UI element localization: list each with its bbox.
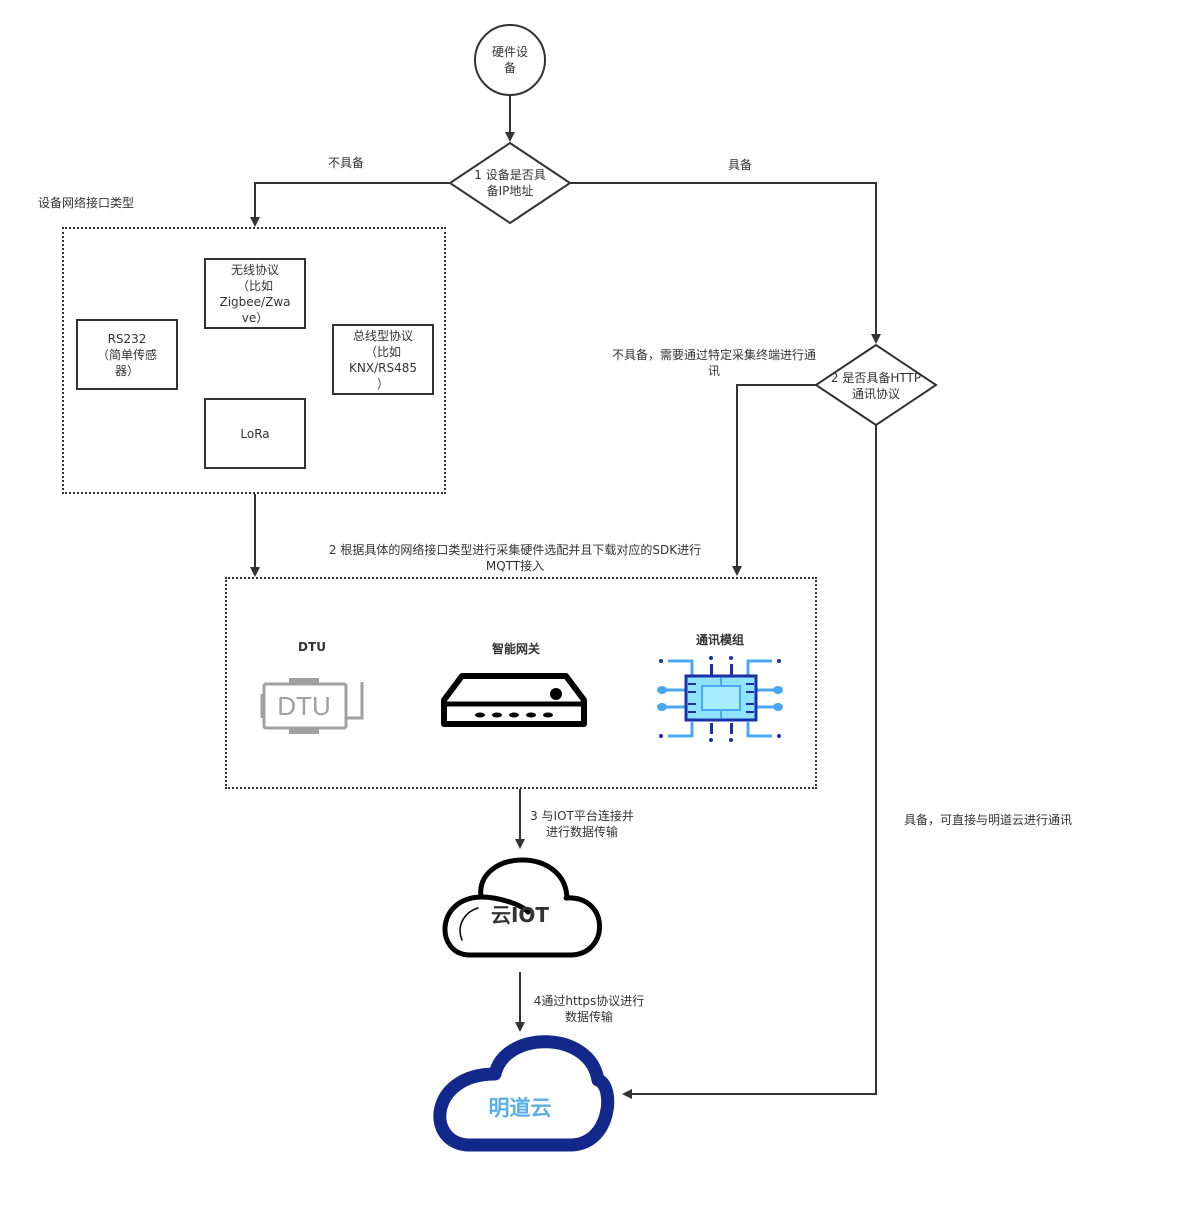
decision2-yes-label: 具备，可直接与明道云进行通讯 (903, 813, 1072, 827)
interface-group-title: 设备网络接口类型 (37, 196, 134, 210)
hardware-gateway-label: 智能网关 (491, 642, 540, 656)
interface-lora: LoRa (204, 398, 306, 469)
edge-decision1-no (250, 182, 450, 227)
interface-rs232: RS232 （简单传感 器） (76, 319, 178, 390)
step3-label: 3 与IOT平台连接并 进行数据传输 (530, 809, 634, 839)
decision1-diamond (448, 141, 572, 225)
interface-group (62, 227, 446, 494)
hardware-chip-label: 通讯模组 (695, 633, 744, 647)
gateway-icon (441, 673, 587, 727)
mingdao-cloud-label: 明道云 (488, 1096, 552, 1120)
mingdao-cloud-icon (433, 1035, 615, 1152)
edge-decision2-yes (622, 425, 877, 1099)
decision1-yes-label: 具备 (727, 158, 752, 172)
chip-icon (657, 656, 783, 742)
iot-cloud-label: 云IOT (490, 903, 550, 927)
hardware-group (225, 577, 817, 789)
interface-bus: 总线型协议 （比如 KNX/RS485 ） (332, 324, 434, 395)
svg-text:DTU: DTU (277, 691, 330, 721)
decision2-no-label: 不具备，需要通过特定采集终端进行通 讯 (611, 348, 816, 378)
hardware-group-title: 2 根据具体的网络接口类型进行采集硬件选配并且下载对应的SDK进行 MQTT接入 (328, 543, 702, 573)
edge-decision2-no (732, 384, 816, 576)
dtu-icon: DTU (260, 678, 364, 734)
hardware-dtu-label: DTU (298, 640, 326, 654)
decision1-label: 1 设备是否具 备IP地址 (474, 168, 546, 198)
iot-cloud-icon (442, 857, 602, 958)
edge-decision1-yes (570, 182, 881, 344)
interface-wireless: 无线协议 （比如 Zigbee/Zwa ve） (204, 258, 306, 329)
decision2-label: 2 是否具备HTTP 通讯协议 (830, 371, 922, 401)
decision1-no-label: 不具备 (327, 156, 364, 170)
start-label: 硬件设 备 (491, 45, 528, 75)
step4-label: 4通过https协议进行 数据传输 (533, 994, 645, 1024)
